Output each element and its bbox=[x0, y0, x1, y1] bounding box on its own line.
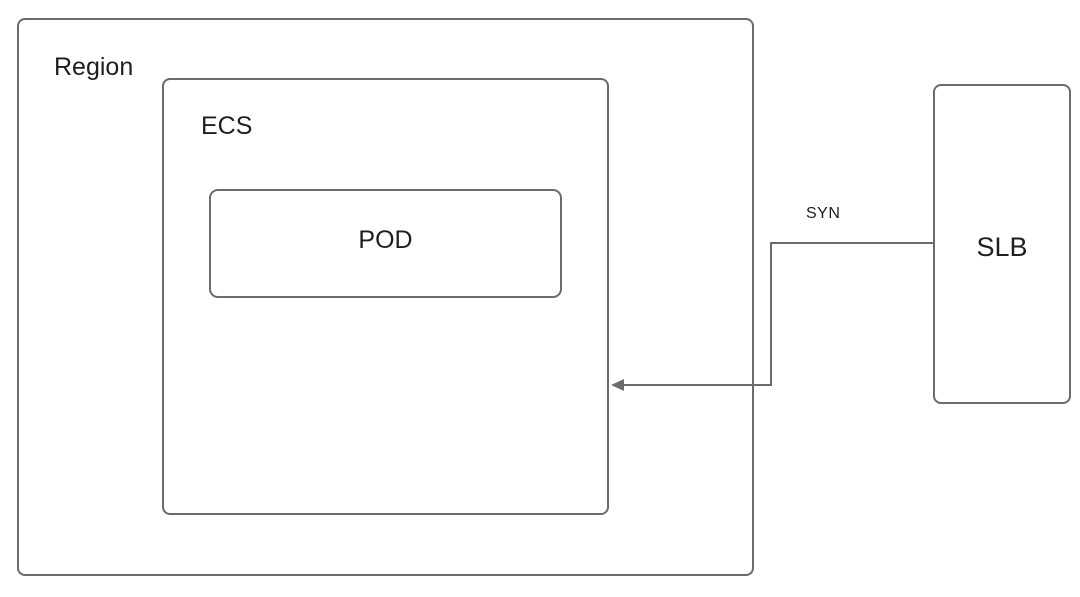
ecs-label: ECS bbox=[201, 112, 253, 140]
ecs-box bbox=[162, 78, 609, 515]
pod-box: POD bbox=[209, 189, 562, 298]
syn-connector-line bbox=[624, 242, 933, 386]
arrowhead-icon bbox=[611, 379, 624, 391]
slb-box: SLB bbox=[933, 84, 1071, 404]
region-box bbox=[17, 18, 754, 576]
syn-label: SYN bbox=[806, 205, 841, 222]
pod-label: POD bbox=[358, 226, 413, 254]
slb-label: SLB bbox=[976, 232, 1028, 262]
region-label: Region bbox=[54, 53, 134, 81]
